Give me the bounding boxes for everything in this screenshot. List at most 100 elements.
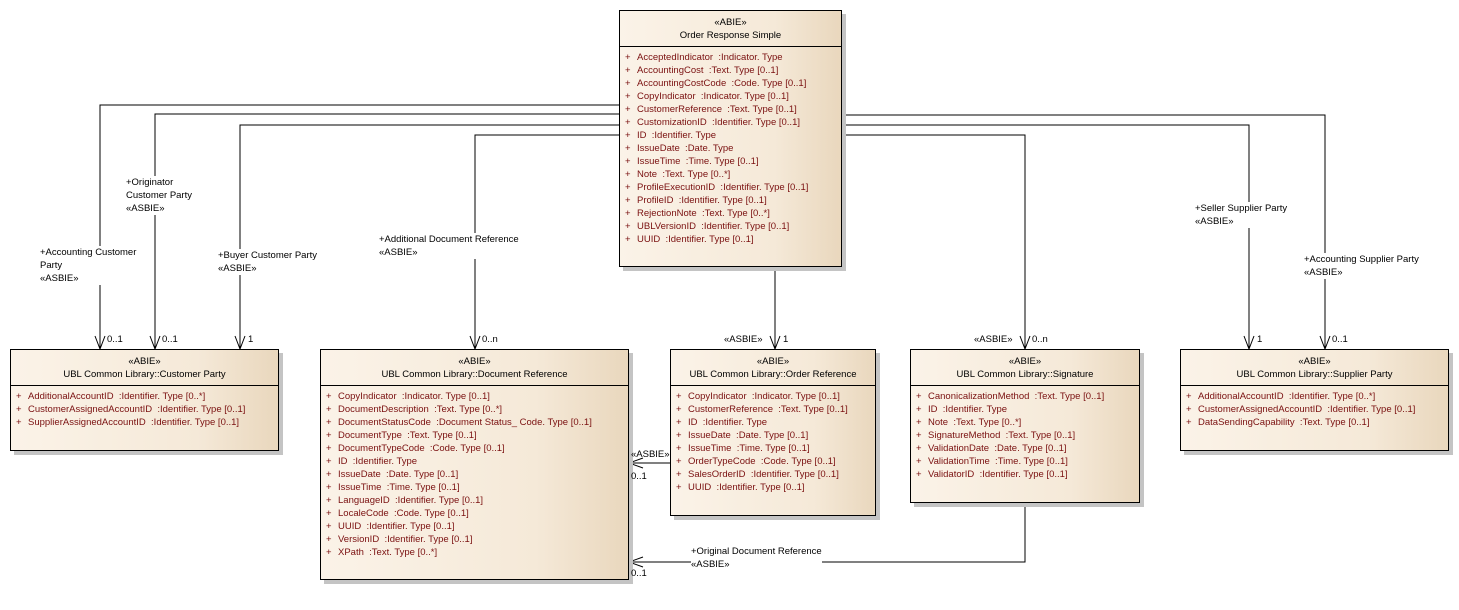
attribute-row[interactable]: +Note :Text. Type [0..*] [911,416,1139,429]
class-stereotype: «ABIE» [128,356,161,367]
attribute-text: CustomerReference :Text. Type [0..1] [637,104,797,115]
attribute-row[interactable]: +CustomerAssignedAccountID :Identifier. … [11,403,278,416]
visibility-public-icon: + [625,52,631,63]
multiplicity-seller-supplier: 1 [1257,334,1263,345]
class-customer-party[interactable]: «ABIE» UBL Common Library::Customer Part… [10,349,279,451]
attribute-text: IssueDate :Date. Type [0..1] [688,430,809,441]
attribute-text: IssueTime :Time. Type [0..1] [338,482,460,493]
class-header: «ABIE» UBL Common Library::Customer Part… [11,350,278,386]
attribute-text: ID :Identifier. Type [338,456,418,467]
attribute-row[interactable]: +SupplierAssignedAccountID :Identifier. … [11,416,278,429]
class-document-reference[interactable]: «ABIE» UBL Common Library::Document Refe… [320,349,629,580]
attribute-row[interactable]: +AdditionalAccountID :Identifier. Type [… [1181,390,1448,403]
attribute-list: +AdditionalAccountID :Identifier. Type [… [11,386,278,429]
attribute-row[interactable]: + IssueTime :Time. Type [0..1] [321,481,628,494]
attribute-text: CopyIndicator :Indicator. Type [0..1] [637,91,789,102]
attribute-row[interactable]: + CopyIndicator :Indicator. Type [0..1] [620,90,841,103]
attribute-row[interactable]: +ProfileID :Identifier. Type [0..1] [620,194,841,207]
attribute-text: SupplierAssignedAccountID :Identifier. T… [28,417,240,428]
visibility-public-icon: + [326,534,332,545]
attribute-row[interactable]: +UBLVersionID :Identifier. Type [0..1] [620,220,841,233]
attribute-row[interactable]: +DataSendingCapability :Text. Type [0..1… [1181,416,1448,429]
attribute-row[interactable]: +AccountingCostCode :Code. Type [0..1] [620,77,841,90]
attribute-row[interactable]: +AcceptedIndicator :Indicator. Type [620,51,841,64]
attribute-row[interactable]: +SalesOrderID :Identifier. Type [0..1] [671,468,875,481]
class-order-response-simple[interactable]: «ABIE» Order Response Simple +AcceptedIn… [619,10,842,267]
attribute-text: Note :Text. Type [0..*] [637,169,731,180]
attribute-text: DocumentTypeCode :Code. Type [0..1] [338,443,505,454]
class-name: UBL Common Library::Order Reference [689,369,857,380]
visibility-public-icon: + [625,91,631,102]
attribute-row[interactable]: +IssueDate :Date. Type [0..1] [321,468,628,481]
attribute-row[interactable]: +ValidatorID :Identifier. Type [0..1] [911,468,1139,481]
attribute-text: IssueDate :Date. Type [0..1] [338,469,459,480]
class-stereotype: «ABIE» [458,356,491,367]
attribute-row[interactable]: +DocumentType :Text. Type [0..1] [321,429,628,442]
attribute-text: DocumentDescription :Text. Type [0..*] [338,404,503,415]
attribute-row[interactable]: +CanonicalizationMethod :Text. Type [0..… [911,390,1139,403]
attribute-row[interactable]: +IssueDate :Date. Type [0..1] [671,429,875,442]
attribute-row[interactable]: +LocaleCode :Code. Type [0..1] [321,507,628,520]
attribute-row[interactable]: +ValidationDate :Date. Type [0..1] [911,442,1139,455]
attribute-row[interactable]: +IssueTime :Time. Type [0..1] [671,442,875,455]
attribute-row[interactable]: +AdditionalAccountID :Identifier. Type [… [11,390,278,403]
attribute-row[interactable]: +LanguageID :Identifier. Type [0..1] [321,494,628,507]
attribute-row[interactable]: +DocumentTypeCode :Code. Type [0..1] [321,442,628,455]
attribute-row[interactable]: +IssueDate :Date. Type [620,142,841,155]
attribute-row[interactable]: +RejectionNote :Text. Type [0..*] [620,207,841,220]
visibility-public-icon: + [916,391,922,402]
visibility-public-icon: + [1186,417,1192,428]
attribute-row[interactable]: +ID :Identifier. Type [671,416,875,429]
attribute-row[interactable]: +XPath :Text. Type [0..*] [321,546,628,559]
attribute-row[interactable]: +UUID :Identifier. Type [0..1] [620,233,841,246]
visibility-public-icon: + [326,456,332,467]
attribute-row[interactable]: +VersionID :Identifier. Type [0..1] [321,533,628,546]
multiplicity-orderref-docref: 0..1 [631,471,647,482]
attribute-row[interactable]: +ID :Identifier. Type [911,403,1139,416]
attribute-text: CustomerReference :Text. Type [0..1] [688,404,848,415]
class-supplier-party[interactable]: «ABIE» UBL Common Library::Supplier Part… [1180,349,1449,451]
stereotype-signature: «ASBIE» [974,334,1013,345]
attribute-text: SalesOrderID :Identifier. Type [0..1] [688,469,839,480]
attribute-row[interactable]: +OrderTypeCode :Code. Type [0..1] [671,455,875,468]
attribute-row[interactable]: +IssueTime :Time. Type [0..1] [620,155,841,168]
attribute-row[interactable]: +ValidationTime :Time. Type [0..1] [911,455,1139,468]
attribute-row[interactable]: +DocumentDescription :Text. Type [0..*] [321,403,628,416]
visibility-public-icon: + [916,443,922,454]
attribute-text: UUID :Identifier. Type [0..1] [338,521,455,532]
attribute-row[interactable]: +Note :Text. Type [0..*] [620,168,841,181]
class-signature[interactable]: «ABIE» UBL Common Library::Signature +Ca… [910,349,1140,503]
visibility-public-icon: + [326,482,332,493]
attribute-row[interactable]: +ProfileExecutionID :Identifier. Type [0… [620,181,841,194]
attribute-row[interactable]: +CopyIndicator :Indicator. Type [0..1] [321,390,628,403]
visibility-public-icon: + [916,469,922,480]
visibility-public-icon: + [326,391,332,402]
attribute-row[interactable]: +CopyIndicator :Indicator. Type [0..1] [671,390,875,403]
attribute-row[interactable]: +SignatureMethod :Text. Type [0..1] [911,429,1139,442]
visibility-public-icon: + [326,417,332,428]
class-header: «ABIE» UBL Common Library::Document Refe… [321,350,628,386]
visibility-public-icon: + [625,221,631,232]
attribute-row[interactable]: +UUID :Identifier. Type [0..1] [321,520,628,533]
attribute-row[interactable]: + ID :Identifier. Type [321,455,628,468]
association-line-seller-supplier [842,124,1250,349]
stereotype-orderref-docref: «ASBIE» [631,449,670,460]
attribute-row[interactable]: +CustomerAssignedAccountID :Identifier. … [1181,403,1448,416]
attribute-text: ProfileExecutionID :Identifier. Type [0.… [637,182,809,193]
attribute-text: DocumentStatusCode :Document Status_ Cod… [338,417,592,428]
attribute-row[interactable]: + DocumentStatusCode :Document Status_ Co… [321,416,628,429]
class-header: «ABIE» UBL Common Library::Signature [911,350,1139,386]
attribute-row[interactable]: +ID :Identifier. Type [620,129,841,142]
association-line-signature [842,134,1026,349]
attribute-row[interactable]: +CustomizationID :Identifier. Type [0..1… [620,116,841,129]
class-header: «ABIE» UBL Common Library::Order Referen… [671,350,875,386]
attribute-row[interactable]: +AccountingCost :Text. Type [0..1] [620,64,841,77]
class-stereotype: «ABIE» [1298,356,1331,367]
attribute-row[interactable]: +UUID :Identifier. Type [0..1] [671,481,875,494]
attribute-row[interactable]: +CustomerReference :Text. Type [0..1] [671,403,875,416]
association-line-accounting-supplier [842,114,1326,349]
visibility-public-icon: + [1186,391,1192,402]
attribute-text: ProfileID :Identifier. Type [0..1] [637,195,767,206]
attribute-row[interactable]: +CustomerReference :Text. Type [0..1] [620,103,841,116]
class-order-reference[interactable]: «ABIE» UBL Common Library::Order Referen… [670,349,876,516]
